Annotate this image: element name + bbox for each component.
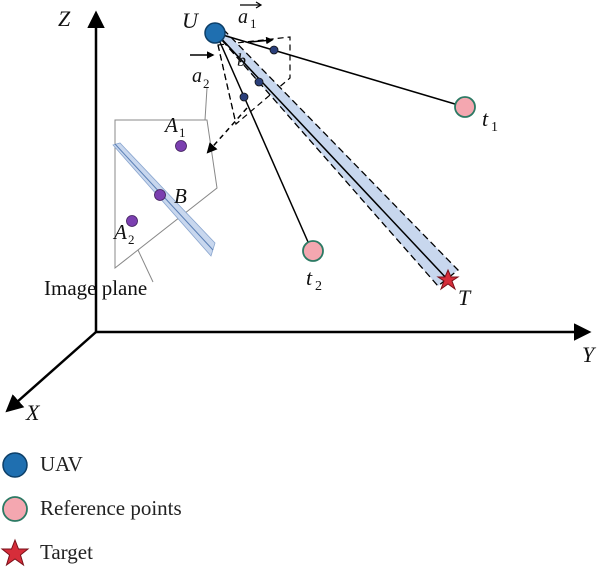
legend-item-uav: UAV — [0, 446, 300, 486]
image-point-b-label: B — [174, 184, 187, 208]
vector-a1-label: a 1 — [238, 1, 263, 31]
vector-b-dot — [254, 77, 264, 87]
svg-text:1: 1 — [179, 125, 186, 140]
svg-text:1: 1 — [491, 120, 498, 135]
svg-text:a: a — [238, 6, 248, 28]
legend-label-target: Target — [40, 540, 93, 564]
uav-ref2-line — [215, 32, 313, 252]
svg-text:2: 2 — [203, 76, 210, 91]
diagram-canvas: Z Y X U a 1 a 2 b t 1 t 2 — [5, 1, 597, 425]
target-point — [436, 268, 460, 291]
uav-label: U — [182, 8, 200, 33]
image-point-a1-label: A 1 — [163, 113, 186, 140]
view-frustum — [217, 36, 291, 126]
reference-legend-icon — [2, 496, 28, 522]
x-axis-label: X — [25, 400, 41, 425]
svg-text:A: A — [112, 220, 127, 244]
target-label: T — [458, 285, 472, 310]
reference-point-t2-label: t 2 — [306, 265, 322, 294]
image-point-a2-label: A 2 — [112, 220, 135, 247]
vector-a1-dot — [269, 45, 279, 55]
uav-target-line — [215, 32, 449, 281]
y-axis-label: Y — [582, 342, 597, 367]
svg-text:t: t — [306, 265, 313, 290]
vector-b-label: b — [237, 50, 246, 70]
vector-a1-arrow — [249, 36, 274, 45]
svg-text:2: 2 — [128, 232, 135, 247]
view-frustum-diagonal — [217, 44, 237, 125]
target-star-icon — [0, 538, 30, 567]
projection-arrow — [206, 107, 248, 154]
z-axis-label: Z — [58, 6, 71, 31]
image-point-b — [154, 189, 166, 201]
target-beam — [211, 27, 459, 287]
image-plane — [114, 119, 218, 270]
uav-ref1-line — [215, 32, 466, 108]
image-point-a1 — [175, 140, 187, 152]
svg-text:a: a — [192, 65, 202, 87]
image-plane-edge — [137, 249, 154, 283]
vector-a2-dot — [239, 92, 249, 102]
reference-point-t1 — [454, 96, 476, 118]
image-point-a2 — [126, 215, 138, 227]
image-projection-band — [112, 142, 216, 257]
svg-text:t: t — [482, 106, 489, 131]
reference-point-t1-label: t 1 — [482, 106, 498, 135]
image-plane-pointer — [204, 87, 208, 121]
legend-label-reference: Reference points — [40, 496, 182, 520]
svg-text:1: 1 — [250, 16, 257, 31]
image-plane-label: Image plane — [44, 276, 147, 300]
vector-a2-label: a 2 — [192, 65, 210, 91]
svg-text:A: A — [163, 113, 178, 137]
legend-item-reference: Reference points — [0, 490, 300, 530]
legend-item-target: Target — [0, 534, 300, 574]
uav-point — [204, 22, 226, 44]
legend: UAV Reference points Target — [0, 440, 600, 575]
uav-legend-icon — [2, 452, 28, 478]
svg-text:2: 2 — [315, 279, 322, 294]
x-axis — [5, 331, 97, 413]
legend-label-uav: UAV — [40, 452, 83, 476]
reference-point-t2 — [302, 240, 324, 262]
